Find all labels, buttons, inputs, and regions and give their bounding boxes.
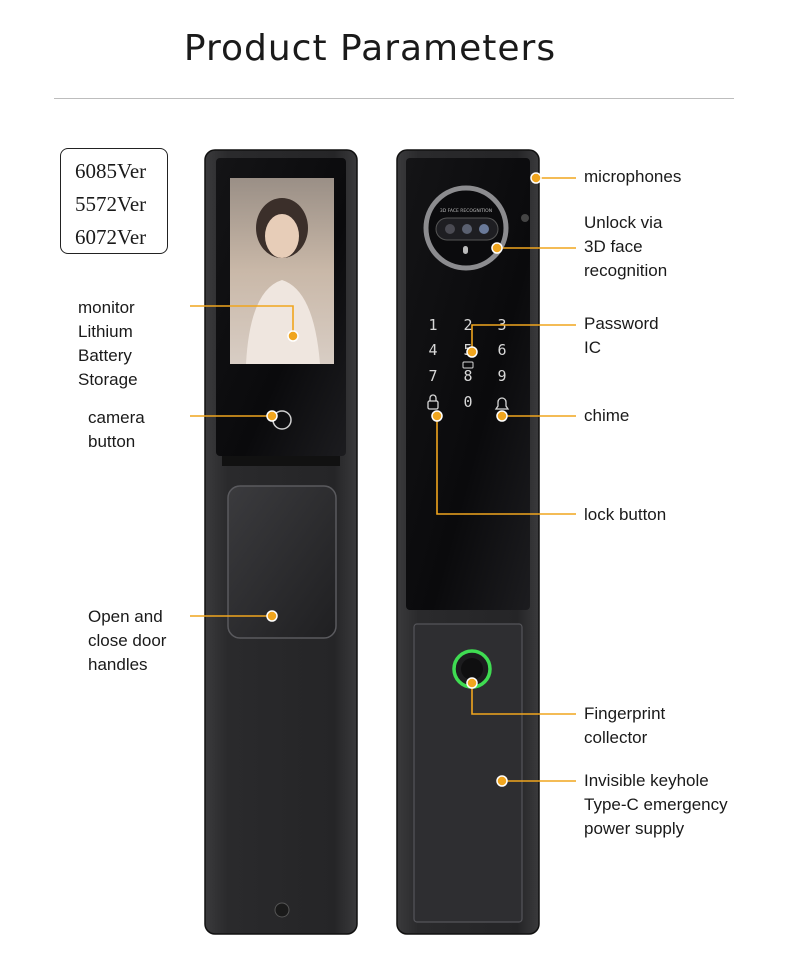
back-lock-panel: 3D FACE RECOGNITION 1 2 3 4 5 6 7 8 9 0 [396, 149, 540, 935]
ic-card-icon [462, 361, 474, 369]
version-box: 6085Ver 5572Ver 6072Ver [60, 148, 168, 254]
callout-lock-button: lock button [584, 505, 667, 524]
keypad-key[interactable]: 0 [463, 393, 472, 411]
callout-face-recognition: Unlock via 3D face recognition [584, 213, 668, 280]
keypad-key[interactable]: 1 [428, 316, 437, 334]
camera-module-text: 3D FACE RECOGNITION [440, 208, 492, 214]
callout-monitor: monitor Lithium Battery Storage [78, 298, 138, 389]
keypad-key[interactable]: 6 [497, 341, 506, 359]
title-divider [54, 98, 734, 99]
microphone-icon [463, 246, 468, 254]
keypad-key[interactable]: 8 [463, 367, 472, 385]
front-lock-panel [204, 149, 358, 935]
callout-camera: camera button [88, 408, 145, 451]
lock-icon[interactable] [427, 394, 439, 410]
version-item: 5572Ver [75, 192, 147, 216]
callout-lines [190, 177, 576, 782]
keypad-key[interactable]: 9 [497, 367, 506, 385]
callout-fingerprint: Fingerprint collector [584, 704, 666, 747]
door-handle [227, 485, 337, 639]
callout-handles: Open and close door handles [88, 607, 167, 674]
callout-password: Password IC [584, 314, 659, 357]
keypad-key[interactable]: 4 [428, 341, 437, 359]
page-title: Product Parameters [183, 28, 557, 69]
callout-microphones: microphones [584, 167, 682, 186]
keypad-key[interactable]: 7 [428, 367, 437, 385]
callout-chime: chime [584, 406, 630, 425]
keypad-key[interactable]: 2 [463, 316, 472, 334]
callout-keyhole: Invisible keyhole Type-C emergency power… [584, 771, 728, 838]
callout-dots [266, 172, 542, 787]
bell-icon[interactable] [494, 397, 510, 410]
version-item: 6085Ver [75, 159, 147, 183]
version-item: 6072Ver [75, 225, 147, 249]
